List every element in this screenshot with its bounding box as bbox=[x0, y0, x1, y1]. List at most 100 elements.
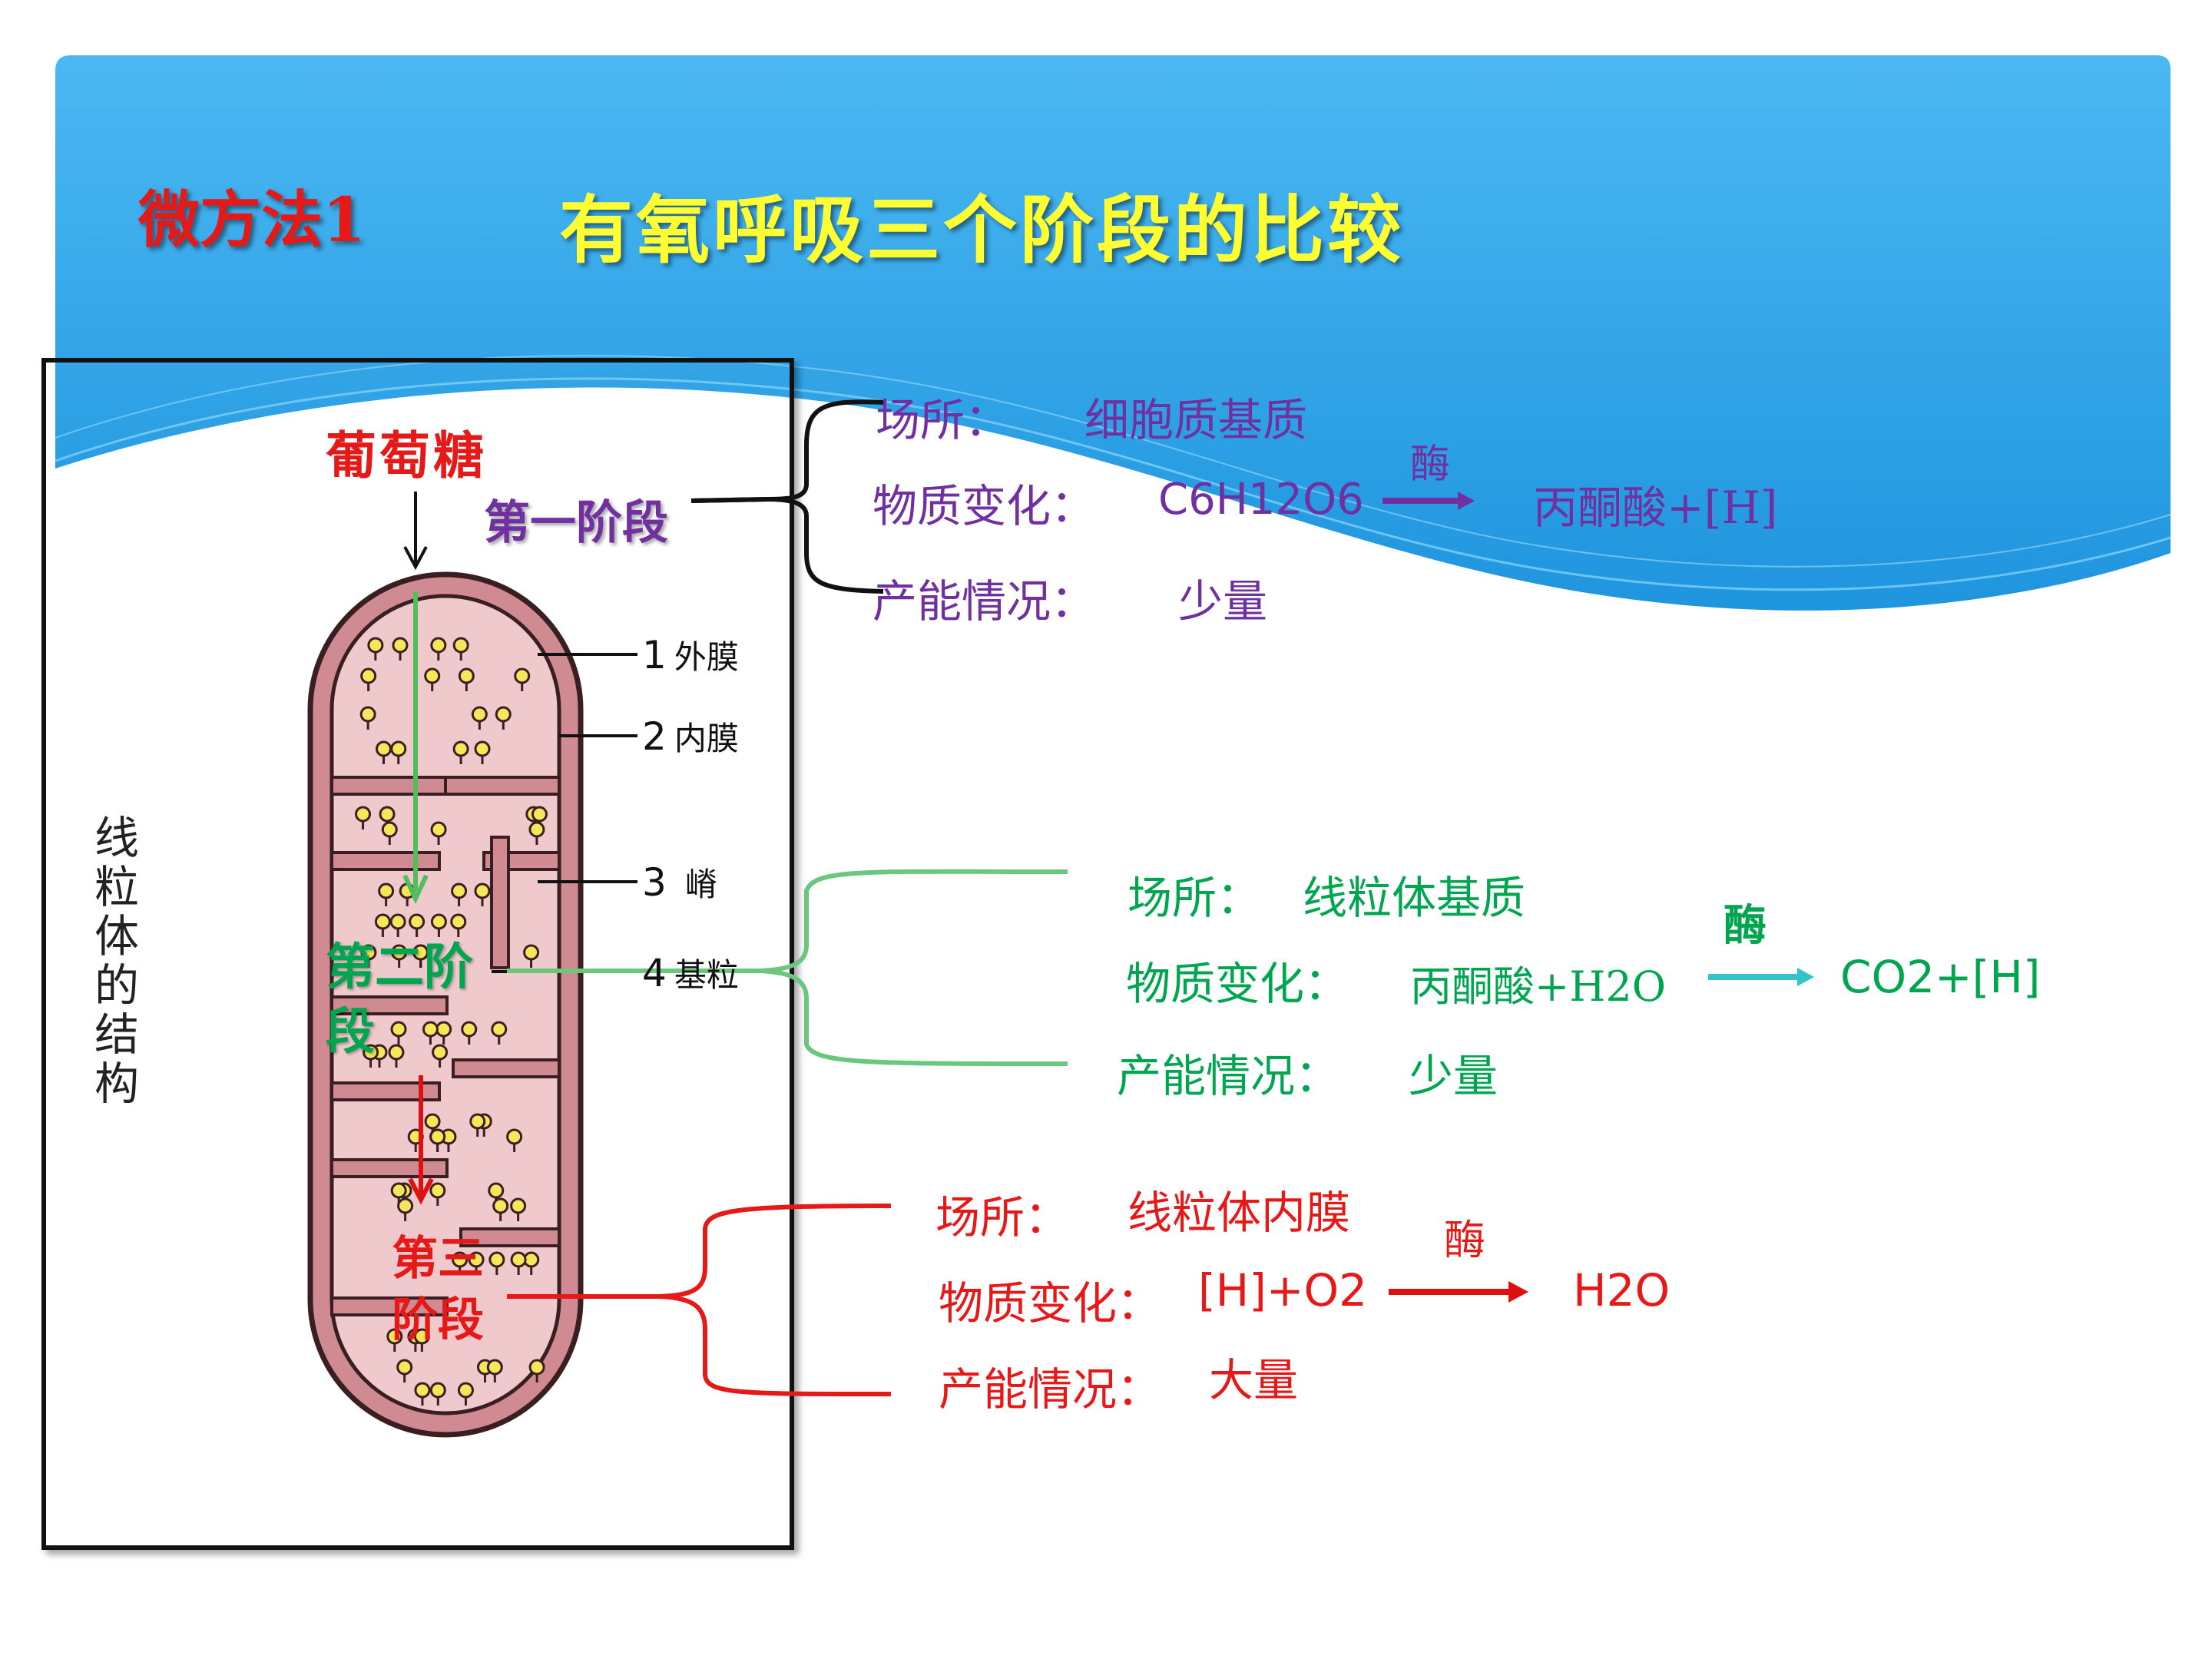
stage2-place-value: 线粒体基质 bbox=[1303, 872, 1526, 924]
part-name: 嵴 bbox=[684, 866, 717, 903]
stage3-energy-label: 产能情况： bbox=[939, 1363, 1162, 1416]
atp-synthase-particle bbox=[397, 1197, 414, 1214]
atp-synthase-particle bbox=[510, 1197, 527, 1214]
atp-synthase-particle bbox=[474, 740, 491, 757]
stage2-place-label: 场所： bbox=[1128, 872, 1262, 924]
stage2-enzyme: 酶 bbox=[1724, 900, 1767, 951]
atp-synthase-particle bbox=[471, 706, 488, 723]
side-caption: 线粒体的结构 bbox=[87, 814, 139, 1109]
atp-synthase-particle bbox=[474, 882, 491, 899]
atp-synthase-particle bbox=[531, 806, 548, 823]
atp-synthase-particle bbox=[452, 637, 469, 654]
atp-synthase-particle bbox=[486, 1359, 503, 1376]
atp-synthase-particle bbox=[363, 1044, 379, 1061]
atp-synthase-particle bbox=[514, 667, 531, 684]
atp-synthase-particle bbox=[461, 1021, 478, 1038]
part-name: 内膜 bbox=[674, 720, 739, 757]
atp-synthase-particle bbox=[409, 913, 426, 930]
atp-synthase-particle bbox=[506, 1128, 523, 1145]
atp-synthase-particle bbox=[360, 944, 377, 961]
atp-synthase-particle bbox=[457, 1382, 474, 1399]
stage3-enzyme: 酶 bbox=[1444, 1216, 1485, 1264]
atp-synthase-particle bbox=[528, 821, 545, 838]
stage2-reactant: 丙酮酸+H2O bbox=[1410, 962, 1666, 1011]
method-tag: 微方法1 bbox=[138, 184, 366, 256]
atp-synthase-particle bbox=[430, 913, 447, 930]
glucose-label: 葡萄糖 bbox=[326, 426, 487, 485]
atp-synthase-particle bbox=[492, 1197, 509, 1214]
stage1-enzyme: 酶 bbox=[1410, 442, 1451, 488]
stage2-label-line2: 段 bbox=[326, 1003, 375, 1061]
stage2-energy-value: 少量 bbox=[1409, 1050, 1498, 1102]
atp-synthase-particle bbox=[469, 1113, 486, 1130]
atp-synthase-particle bbox=[424, 667, 441, 684]
atp-synthase-particle bbox=[458, 667, 475, 684]
atp-synthase-particle bbox=[374, 913, 391, 930]
stage3-energy-value: 大量 bbox=[1209, 1354, 1299, 1406]
atp-synthase-particle bbox=[510, 1251, 527, 1268]
atp-synthase-particle bbox=[452, 1251, 469, 1268]
stage1-place-value: 细胞质基质 bbox=[1084, 394, 1308, 446]
atp-synthase-particle bbox=[424, 1113, 441, 1130]
stage1-place-label: 场所： bbox=[876, 394, 1010, 446]
atp-synthase-particle bbox=[432, 1044, 449, 1061]
atp-synthase-particle bbox=[491, 1021, 508, 1038]
part-number: 4 bbox=[642, 951, 667, 995]
atp-synthase-particle bbox=[488, 1251, 505, 1268]
atp-synthase-particle bbox=[389, 913, 406, 930]
atp-synthase-particle bbox=[390, 1182, 407, 1199]
atp-synthase-particle bbox=[390, 740, 407, 757]
atp-synthase-particle bbox=[429, 1182, 446, 1199]
atp-synthase-particle bbox=[367, 637, 384, 654]
stage3-product: H2O bbox=[1573, 1264, 1671, 1316]
atp-synthase-particle bbox=[430, 821, 447, 838]
atp-synthase-particle bbox=[392, 637, 409, 654]
atp-synthase-particle bbox=[412, 944, 429, 961]
stage1-energy-label: 产能情况： bbox=[873, 575, 1096, 628]
atp-synthase-particle bbox=[435, 1021, 452, 1038]
diagram-frame bbox=[41, 358, 794, 1550]
part-number: 2 bbox=[642, 714, 667, 759]
atp-synthase-particle bbox=[390, 1021, 407, 1038]
atp-synthase-particle bbox=[495, 706, 512, 723]
atp-synthase-particle bbox=[359, 706, 376, 723]
stage1-label: 第一阶段 bbox=[484, 496, 668, 550]
atp-synthase-particle bbox=[468, 1251, 485, 1268]
atp-synthase-particle bbox=[528, 1359, 545, 1376]
stage2-label-line1: 第二阶 bbox=[326, 939, 473, 996]
stage3-reactant: [H]+O2 bbox=[1198, 1264, 1368, 1316]
atp-synthase-particle bbox=[523, 944, 540, 961]
atp-synthase-particle bbox=[430, 637, 447, 654]
stage2-product: CO2+[H] bbox=[1840, 951, 2041, 1003]
stage2-energy-label: 产能情况： bbox=[1117, 1050, 1340, 1102]
atp-synthase-particle bbox=[378, 882, 395, 899]
atp-synthase-particle bbox=[429, 1128, 446, 1145]
atp-synthase-particle bbox=[422, 1021, 439, 1038]
stage1-energy-value: 少量 bbox=[1178, 575, 1268, 628]
atp-synthase-particle bbox=[381, 821, 398, 838]
stage3-place-value: 线粒体内膜 bbox=[1128, 1187, 1351, 1239]
atp-synthase-particle bbox=[450, 913, 467, 930]
atp-synthase-particle bbox=[375, 740, 392, 757]
stage1-change-label: 物质变化： bbox=[873, 480, 1096, 532]
atp-synthase-particle bbox=[451, 882, 468, 899]
stage3-label-line2: 阶段 bbox=[392, 1293, 484, 1347]
atp-synthase-particle bbox=[360, 667, 377, 684]
stage2-change-label: 物质变化： bbox=[1126, 958, 1349, 1010]
stage3-label-line1: 第三 bbox=[392, 1232, 484, 1286]
part-name: 外膜 bbox=[674, 638, 739, 676]
atp-synthase-particle bbox=[391, 944, 408, 961]
atp-synthase-particle bbox=[379, 806, 396, 823]
stage1-reactant: C6H12O6 bbox=[1158, 475, 1364, 525]
atp-synthase-particle bbox=[388, 1044, 405, 1061]
atp-synthase-particle bbox=[452, 740, 469, 757]
atp-synthase-particle bbox=[396, 1359, 413, 1376]
atp-synthase-particle bbox=[414, 1382, 431, 1399]
